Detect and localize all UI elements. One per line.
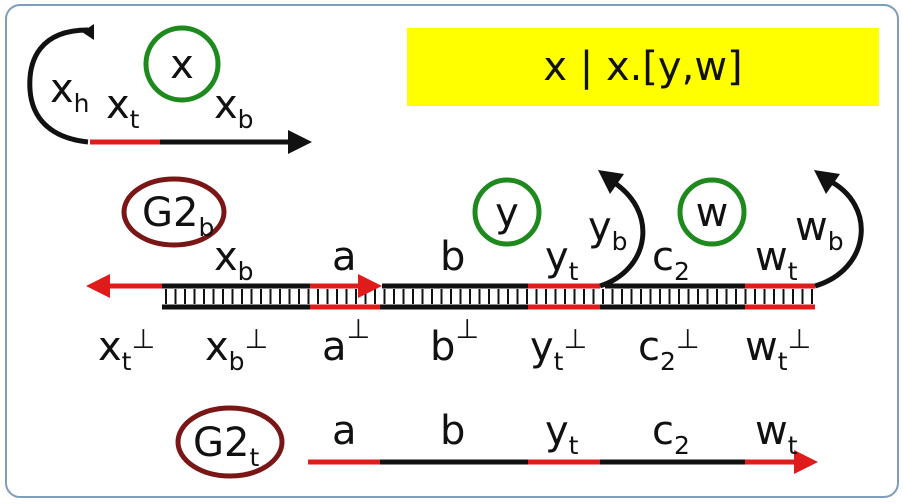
- rule-banner-text: x | x.[y,w]: [543, 44, 742, 90]
- signal-y-circle: [472, 177, 542, 247]
- diagram-frame: [5, 4, 899, 498]
- gate-b-left-arrowhead: [86, 274, 110, 298]
- signal-x-toehold-label: xt: [106, 82, 140, 134]
- signal-y-loop-label: yb: [588, 204, 628, 256]
- signal-x-head-curve: [27, 27, 89, 145]
- signal-x-circle: [143, 25, 221, 103]
- signal-x-body-label: xb: [214, 82, 254, 134]
- gate-b-circle: [121, 176, 227, 248]
- gate-b-bottom-label: xt⊥: [98, 324, 155, 376]
- gate-b-y-loop: [599, 177, 646, 289]
- signal-x-arrowhead: [288, 130, 312, 154]
- gate-t-name: G2t: [193, 420, 259, 472]
- gate-b-top-label: yt: [545, 234, 579, 286]
- gate-b-top-a-arrowhead: [358, 274, 382, 298]
- gate-t-label: b: [440, 408, 465, 454]
- gate-t-label: c2: [652, 408, 690, 460]
- gate-b-top-label: a: [332, 234, 357, 280]
- signal-x-name: x: [170, 42, 194, 88]
- gate-b-name: G2b: [142, 190, 214, 242]
- gate-b-bottom-label: yt⊥: [530, 324, 587, 376]
- gate-t-label: a: [332, 408, 357, 454]
- gate-b-bottom-label: xb⊥: [205, 324, 268, 376]
- gate-b-top-label: b: [440, 234, 465, 280]
- signal-y-name: y: [495, 190, 519, 236]
- gate-b-bottom-label: c2⊥: [638, 324, 699, 376]
- gate-b-y-loop-tip: [598, 170, 624, 194]
- gate-t-label: wt: [755, 408, 798, 460]
- signal-w-name: w: [696, 190, 729, 236]
- gate-t: G2t a b yt c2 wt: [175, 405, 818, 479]
- gate-t-arrowhead: [794, 450, 818, 474]
- rule-banner-bg: [407, 28, 879, 106]
- gate-b-top-label: wt: [755, 234, 798, 286]
- gate-b-bottom-label: wt⊥: [745, 324, 811, 376]
- gate-b-bottom-labels: xt⊥ xb⊥ a⊥ b⊥ yt⊥ c2⊥ wt⊥: [98, 314, 811, 376]
- gate-b-w-loop-tip: [814, 170, 840, 194]
- gate-b-top-label: xb: [214, 234, 254, 286]
- gate-b-bottom-label: b⊥: [430, 314, 479, 370]
- signal-w-loop-label: wb: [795, 204, 844, 256]
- gate-b-base-pairs: [165, 289, 813, 304]
- signal-x-head-label: xh: [50, 66, 90, 118]
- gate-b: G2b y w yb wb xb a b: [86, 170, 864, 376]
- gate-t-label: yt: [545, 408, 579, 460]
- signal-x: x xh xt xb: [27, 24, 312, 154]
- rule-banner: x | x.[y,w]: [407, 28, 879, 106]
- gate-b-top-labels: xb a b yt c2 wt: [214, 234, 798, 286]
- gate-b-bottom-label: a⊥: [322, 314, 370, 370]
- gate-b-top-label: c2: [652, 234, 690, 286]
- gate-t-circle: [175, 405, 285, 479]
- gate-b-w-loop: [814, 177, 864, 289]
- signal-x-head-tip: [82, 24, 94, 40]
- signal-w-circle: [677, 177, 747, 247]
